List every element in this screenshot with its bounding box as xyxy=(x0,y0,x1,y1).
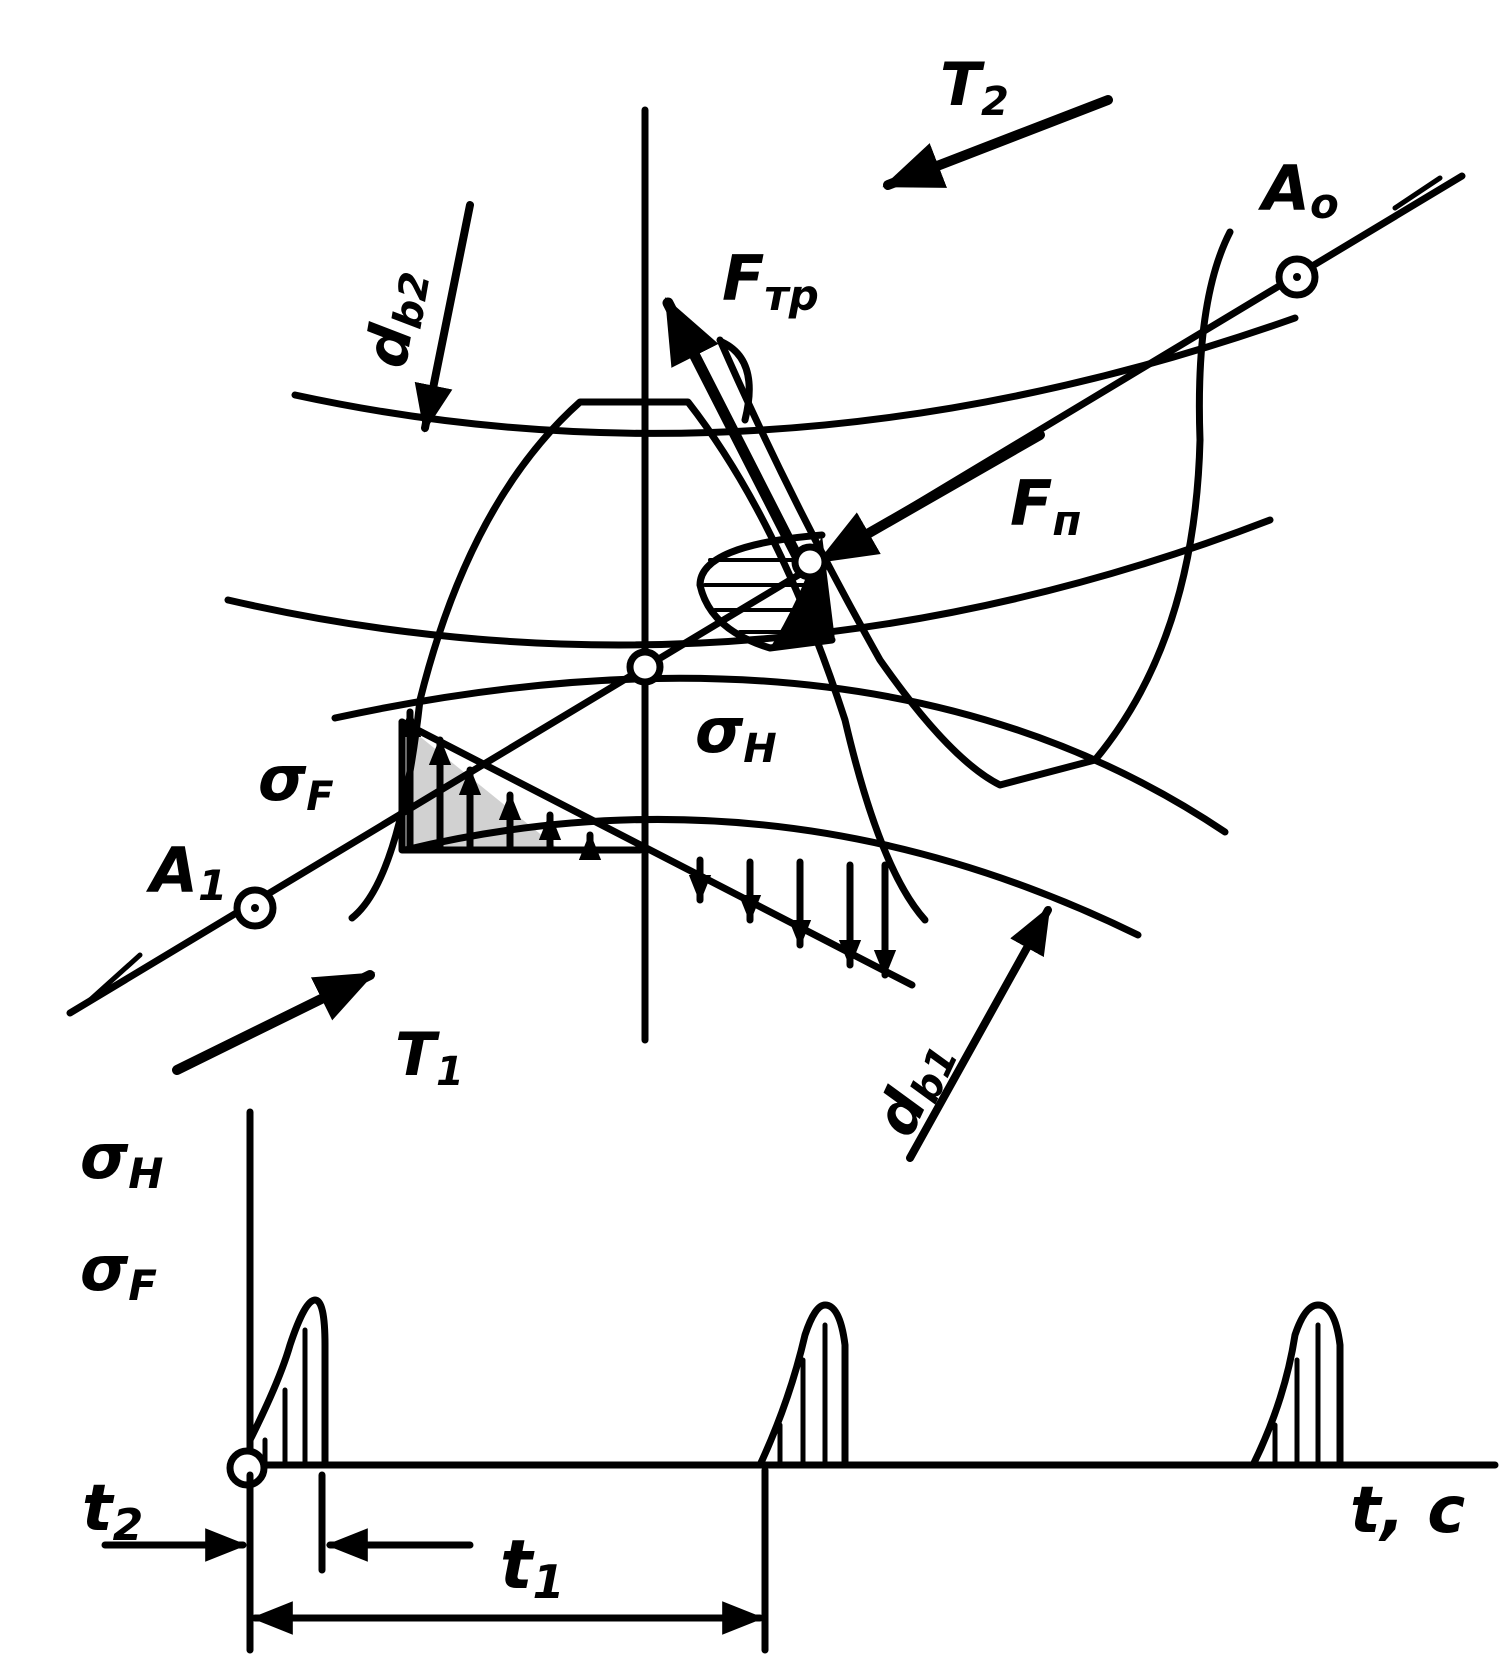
label-sigma-h-axis: σH xyxy=(80,1120,163,1198)
db1-arrow xyxy=(906,905,1052,1162)
label-a0: Ao xyxy=(1257,152,1339,228)
normal-force-arrow xyxy=(816,430,1045,565)
line-of-action xyxy=(66,172,1466,1017)
label-t2: T2 xyxy=(940,50,1009,125)
stress-pulse-2 xyxy=(756,1301,849,1469)
label-sigma-h-contact: σH xyxy=(695,694,777,772)
bending-stress-region xyxy=(398,708,916,989)
pitch-circle-upper xyxy=(224,516,1274,649)
stress-pulse-3 xyxy=(1249,1301,1344,1469)
pitch-circle-lower xyxy=(331,674,1229,836)
friction-hook xyxy=(718,338,753,424)
label-db2: db2 xyxy=(352,264,440,373)
label-f-normal: Fп xyxy=(1010,467,1081,545)
label-sigma-f-axis: σF xyxy=(80,1232,157,1310)
label-a1: A1 xyxy=(145,834,227,910)
label-time-axis: t, c xyxy=(1350,1474,1465,1548)
stress-pulse-1 xyxy=(246,1296,329,1469)
pitch-point-node xyxy=(626,648,664,686)
gear-mesh: T2 Ao Fтр Fп db2 db1 σH σF A1 T1 xyxy=(66,50,1466,1162)
friction-force-arrow xyxy=(662,297,806,568)
contact-point-node xyxy=(791,543,829,581)
point-a1-node xyxy=(233,886,277,930)
torque-1-arrow xyxy=(172,970,376,1075)
torque-2-arrow xyxy=(882,95,1113,190)
db2-arrow xyxy=(414,201,474,433)
label-db1: db1 xyxy=(861,1028,968,1147)
stress-time-graph: σH σF t2 t1 t, c xyxy=(80,1108,1499,1654)
label-t2-interval: t2 xyxy=(82,1472,143,1551)
label-t1: T1 xyxy=(395,1020,464,1095)
label-t1-interval: t1 xyxy=(500,1526,565,1609)
point-a0-node xyxy=(1275,255,1319,299)
label-sigma-f-bending: σF xyxy=(258,742,334,820)
label-f-friction: Fтр xyxy=(722,242,819,320)
